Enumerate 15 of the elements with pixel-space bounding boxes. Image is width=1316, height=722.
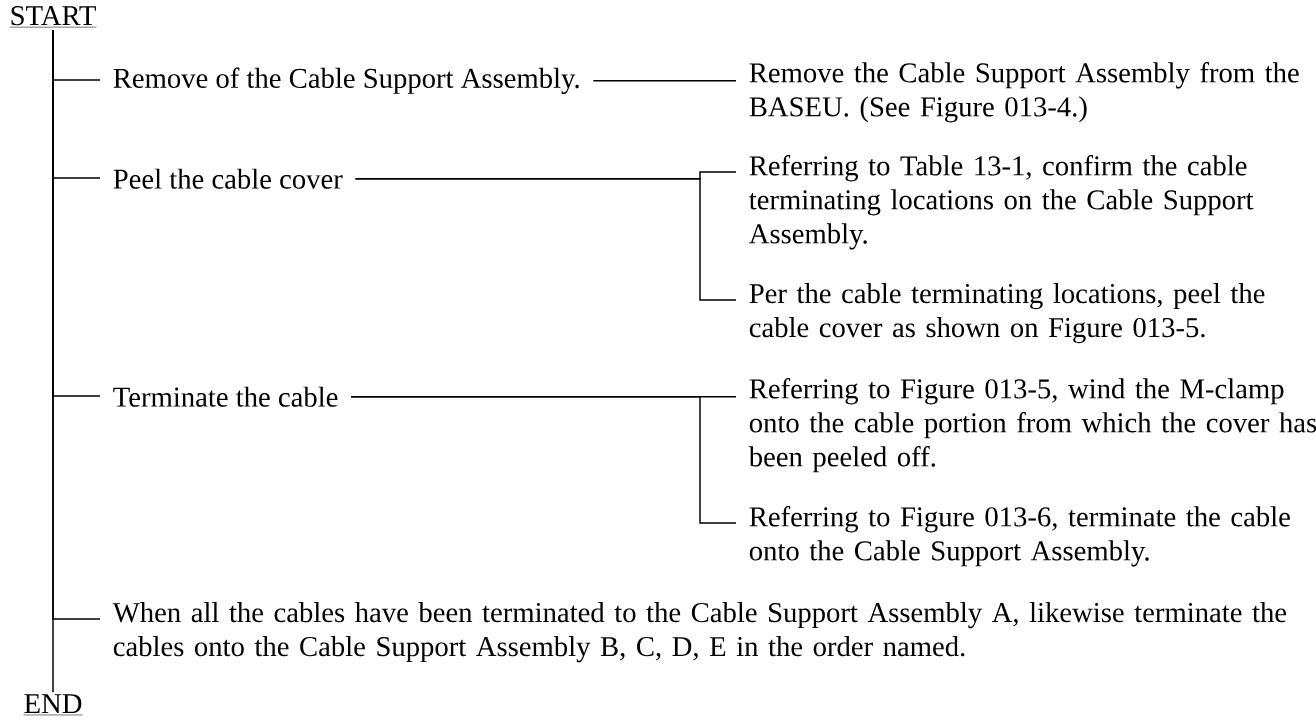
step-text: Peel the cable cover (113, 168, 343, 189)
connector-line (354, 178, 737, 301)
step-text: Terminate the cable (113, 386, 338, 407)
terminal-label: END (23, 694, 83, 716)
step-text: Remove of the Cable Support Assembly. (113, 67, 579, 94)
step-text: Remove the Cable Support Assembly from the BASEU. (See Figure 013-4.) (749, 62, 1299, 123)
step-text: Referring to Figure 013-5, wind the M-clamp onto the cable portion from which the cover has been peeled off. (748, 378, 1316, 473)
step-text: When all the cables have been terminated to the Cable Support Assembly A, likewise terminate the cables onto the Cable Support Assembly B, C, D, E in the order named. (112, 602, 1287, 663)
connector-line (592, 80, 737, 82)
terminal-label: START (9, 6, 97, 28)
step-text: Referring to Figure 013-6, terminate the cable onto the Cable Support Assembly. (749, 506, 1290, 567)
connector-line (350, 396, 737, 524)
connector-line (52, 29, 101, 620)
step-text: Per the cable terminating locations, peel the cable cover as shown on Figure 013-5. (749, 283, 1265, 344)
step-text: Referring to Table 13-1, confirm the cable terminating locations on the Cable Support Assembly. (749, 155, 1254, 250)
